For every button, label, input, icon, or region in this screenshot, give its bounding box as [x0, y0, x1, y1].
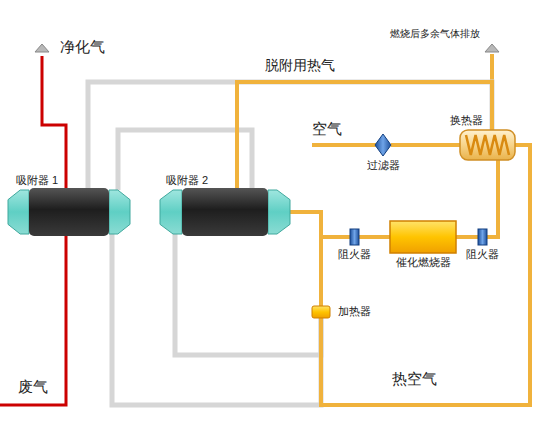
adsorber-shape [8, 190, 130, 234]
gas-label: 净化气 [58, 38, 107, 56]
flame-arrester: 阻火器 [478, 229, 487, 245]
exchanger-shell [460, 130, 515, 160]
flame-arrester-shape [478, 229, 487, 245]
arrester-symbol [478, 229, 487, 245]
pipe-connector [112, 234, 321, 405]
pipe-connector [237, 82, 492, 190]
adsorber-shape [160, 190, 290, 234]
gas-label: 废气 [16, 378, 50, 396]
component-label: 过滤器 [365, 159, 402, 172]
pipe-connector [391, 143, 460, 147]
adsorber: 吸附器 2 [160, 190, 290, 234]
arrester-symbol [350, 229, 359, 245]
exhaust-note: 燃烧后多余气体排放 [388, 28, 482, 40]
vent-cap [485, 44, 499, 52]
filter-shape [375, 134, 391, 156]
pipe-connector [175, 234, 321, 355]
adsorber-end [268, 190, 290, 234]
exchanger-coil [466, 135, 509, 155]
burner-body [390, 221, 456, 253]
adsorber-body [29, 188, 109, 236]
pipe-connector [487, 160, 498, 237]
pipe-connector [321, 145, 530, 405]
filter-symbol [375, 134, 391, 156]
adsorber-end [8, 190, 29, 234]
pipe-connector [118, 130, 252, 190]
adsorber-end [109, 190, 130, 234]
component-label: 阻火器 [464, 248, 501, 261]
pipe-connector [88, 82, 492, 190]
pipe-connector [456, 235, 478, 239]
filter: 过滤器 [375, 134, 391, 156]
component-label: 阻火器 [336, 248, 373, 261]
heat-exchanger-shape [460, 130, 515, 160]
pipe-connector [290, 212, 350, 237]
component-label: 吸附器 2 [164, 174, 210, 187]
catalytic-burner-shape [390, 221, 456, 253]
hot-air-label: 热空气 [390, 370, 439, 388]
heater-shape [312, 306, 330, 318]
adsorber-body [182, 188, 268, 236]
air-label: 空气 [310, 120, 344, 138]
flame-arrester: 阻火器 [350, 229, 359, 245]
component-label: 换热器 [448, 114, 485, 127]
adsorber-end [160, 190, 182, 234]
flame-arrester-shape [350, 229, 359, 245]
air-inlet-pipe [312, 143, 376, 147]
component-label: 吸附器 1 [14, 174, 60, 187]
vent-cap [35, 44, 49, 52]
component-label: 加热器 [336, 305, 373, 318]
pipe-connector [359, 235, 390, 239]
catalytic-burner: 催化燃烧器 [390, 221, 456, 253]
heater: 加热器 [312, 306, 330, 318]
adsorber: 吸附器 1 [8, 190, 130, 234]
component-label: 催化燃烧器 [394, 256, 453, 269]
pipe-label: 脱附用热气 [263, 57, 337, 74]
heat-exchanger: 换热器 [460, 130, 515, 160]
heater-body [312, 306, 330, 318]
